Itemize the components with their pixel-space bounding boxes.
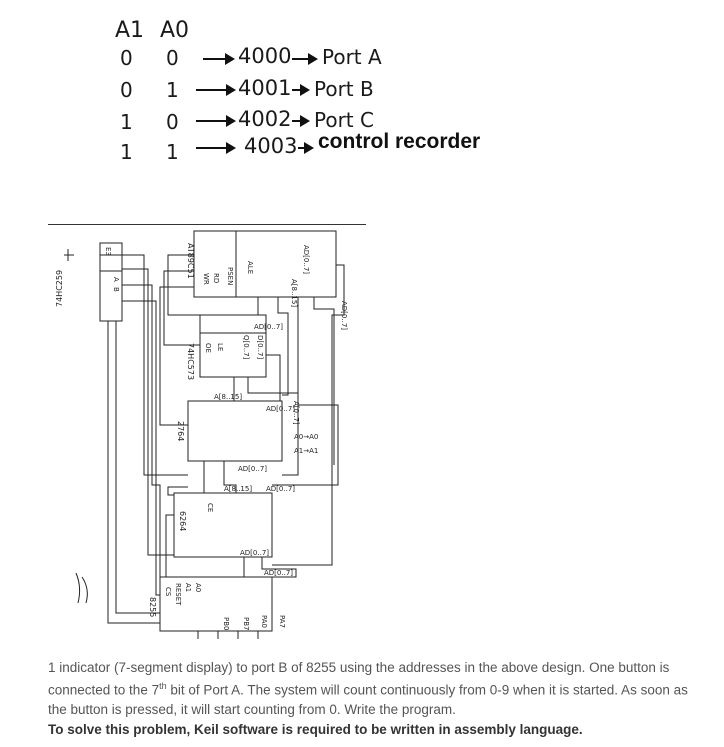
keil-requirement: To solve this problem, Keil software is … xyxy=(48,722,583,737)
label-ad0-7-right: AD[0..7] xyxy=(340,301,348,330)
label-ad0-7-latch: AD[0..7] xyxy=(254,323,283,331)
row1-arrow2-line xyxy=(292,58,310,60)
eprom-2764-box xyxy=(187,400,283,462)
row2-port: Port B xyxy=(314,77,374,101)
row4-arrow-head xyxy=(226,142,236,154)
row3-address: 4002 xyxy=(238,107,292,131)
row2-a0: 1 xyxy=(166,78,179,102)
row3-arrow2-line xyxy=(292,120,302,122)
row1-a0: 0 xyxy=(166,46,179,70)
label-ad0-7-ram: AD[0..7] xyxy=(266,485,295,493)
row4-arrow-line xyxy=(196,147,226,149)
mcu-at89c51-box xyxy=(193,230,337,298)
row1-arrow-line xyxy=(203,58,225,60)
label-ce: CE xyxy=(206,503,214,512)
problem-description: 1 indicator (7-segment display) to port … xyxy=(48,658,708,719)
row3-arrow2-head xyxy=(300,115,310,127)
label-6264: 6264 xyxy=(178,511,187,531)
circuit-schematic: 74HC259 AT89C51 74HC573 2764 6264 8255 W… xyxy=(55,230,348,639)
label-ad0-7-top: AD[0..7] xyxy=(302,245,310,274)
row4-address: 4003 xyxy=(244,134,298,158)
label-a0-dao: A0→A0 xyxy=(294,433,318,441)
label-a8-15-top: A[8..15] xyxy=(290,279,298,307)
label-a8-15-mid: A[8..15] xyxy=(214,393,242,401)
row4-a1: 1 xyxy=(120,140,133,164)
label-ale: ALE xyxy=(246,261,254,274)
label-wr: WR xyxy=(202,273,210,285)
row2-address: 4001 xyxy=(238,76,292,100)
row2-arrow2-line xyxy=(292,89,302,91)
label-pa7: PA7 xyxy=(278,615,286,628)
label-a0: A0 xyxy=(194,583,202,592)
row2-arrow2-head xyxy=(300,84,310,96)
row2-arrow-head xyxy=(226,84,236,96)
label-q0-7: Q[0..7] xyxy=(242,335,250,360)
label-a1-dai: A1→A1 xyxy=(294,447,318,455)
label-psen: PSEN xyxy=(226,267,234,285)
label-reset: RESET xyxy=(174,583,182,606)
row1-address: 4000 xyxy=(238,44,292,68)
label-e3: E3 xyxy=(104,247,112,256)
label-8255: 8255 xyxy=(148,597,157,617)
row4-arrow2-line xyxy=(298,147,306,149)
label-ad0-7-eprom: AD[0..7] xyxy=(266,405,295,413)
label-at89c51: AT89C51 xyxy=(186,243,195,279)
row4-arrow2-head xyxy=(304,142,314,154)
row1-arrow-head xyxy=(225,53,235,65)
row3-port: Port C xyxy=(314,108,374,132)
label-a1: A1 xyxy=(184,583,192,592)
label-d0-7-latch: D[0..7] xyxy=(256,335,264,359)
decoder-74hc259-box xyxy=(99,242,123,322)
row2-a1: 0 xyxy=(120,78,133,102)
label-le: LE xyxy=(216,343,224,351)
row3-a0: 0 xyxy=(166,110,179,134)
row1-port: Port A xyxy=(322,45,382,69)
label-ad0-7-ppi: AD[0..7] xyxy=(264,569,293,577)
label-cs: CS xyxy=(164,587,172,597)
description-text-pre: 1 indicator (7-segment display) to port … xyxy=(48,660,670,698)
row4-port: control recorder xyxy=(318,130,481,153)
label-a-decoder: A xyxy=(112,277,120,282)
row2-arrow-line xyxy=(196,89,226,91)
label-ad0-7-ram-bottom: AD[0..7] xyxy=(240,549,269,557)
label-74hc259: 74HC259 xyxy=(55,270,64,307)
label-pb7: PB7 xyxy=(242,617,250,630)
latch-74hc573-box xyxy=(199,314,267,378)
header-a1: A1 xyxy=(115,18,145,43)
description-text-post: bit of Port A. The system will count con… xyxy=(48,682,688,717)
row3-a1: 1 xyxy=(120,110,133,134)
description-superscript: th xyxy=(159,681,167,691)
header-a0: A0 xyxy=(160,18,190,43)
row1-arrow2-head xyxy=(308,53,318,65)
ram-6264-box xyxy=(173,492,273,558)
row3-arrow-head xyxy=(226,115,236,127)
row4-a0: 1 xyxy=(166,140,179,164)
label-oe-latch: OE xyxy=(204,343,212,353)
row3-arrow-line xyxy=(196,120,226,122)
label-74hc573: 74HC573 xyxy=(186,343,195,380)
label-pb0: PB0 xyxy=(222,617,230,630)
label-pa0: PA0 xyxy=(260,615,268,628)
label-2764: 2764 xyxy=(176,421,185,441)
ppi-8255-box xyxy=(159,576,273,632)
label-a0-7: A[0..7] xyxy=(292,401,300,425)
row1-a1: 0 xyxy=(120,46,133,70)
label-rd: RD xyxy=(212,273,220,283)
label-ad0-7-eprom-bottom: AD[0..7] xyxy=(238,465,267,473)
label-b-decoder: B xyxy=(112,287,120,292)
label-a8-15-ram: A[8..15] xyxy=(224,485,252,493)
image-top-border xyxy=(48,224,366,225)
